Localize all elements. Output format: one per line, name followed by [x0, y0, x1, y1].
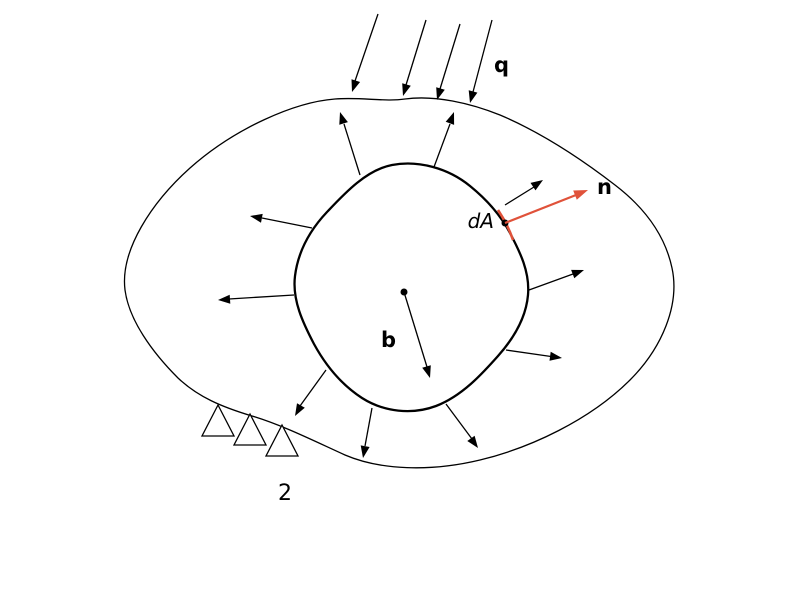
traction-arrowhead: [549, 351, 562, 361]
traction-shaft: [528, 273, 574, 291]
load-arrow-shaft: [439, 23, 461, 90]
traction-arrow: [250, 213, 313, 229]
traction-shaft: [261, 217, 313, 229]
traction-arrow: [295, 369, 327, 416]
traction-arrowhead: [250, 213, 263, 223]
normal-vector-n: n: [504, 175, 612, 225]
traction-shaft: [445, 403, 473, 440]
traction-arrow: [218, 294, 295, 304]
support-triangle: [200, 403, 236, 437]
traction-shaft: [504, 186, 535, 206]
traction-arrowhead: [571, 269, 584, 279]
distributed-load-q: q: [351, 13, 509, 103]
supports: [200, 403, 300, 457]
traction-arrowhead: [218, 294, 231, 304]
body-force-shaft: [403, 291, 428, 368]
traction-shaft: [364, 407, 373, 447]
normal-vector-arrowhead: [573, 190, 588, 200]
support-triangle: [232, 412, 268, 446]
traction-arrowhead: [339, 112, 348, 125]
traction-arrow: [339, 112, 361, 176]
traction-arrowhead: [530, 180, 543, 191]
normal-vector-shaft: [504, 193, 577, 225]
load-arrow: [468, 19, 493, 103]
outer-body-boundary: [123, 97, 675, 469]
traction-arrow: [505, 349, 562, 361]
body-force-b: b: [381, 288, 431, 378]
traction-arrowhead: [295, 403, 305, 416]
traction-arrow: [433, 112, 455, 168]
load-arrow: [402, 19, 427, 96]
traction-arrows: [218, 112, 584, 458]
label-q: q: [494, 53, 509, 77]
traction-shaft: [299, 369, 327, 407]
load-arrow-shaft: [472, 19, 493, 93]
figure-number: 2: [278, 481, 292, 506]
load-arrowhead: [402, 83, 411, 96]
traction-shaft: [228, 294, 295, 300]
inner-subdomain-boundary: [293, 162, 530, 413]
load-arrow-shaft: [354, 13, 379, 82]
label-n: n: [597, 175, 612, 199]
traction-arrow: [504, 180, 543, 206]
traction-arrow: [360, 407, 373, 458]
load-arrow: [436, 23, 461, 100]
traction-arrow: [528, 269, 584, 291]
traction-arrow: [445, 403, 478, 448]
label-dA: dA: [468, 209, 494, 233]
traction-arrowhead: [445, 112, 455, 125]
support-triangle: [264, 423, 300, 457]
traction-shaft: [343, 123, 361, 176]
load-arrowhead: [351, 79, 361, 92]
traction-shaft: [505, 349, 552, 358]
traction-arrowhead: [467, 435, 478, 448]
traction-arrowhead: [360, 445, 370, 458]
inner-subdomain: [293, 162, 530, 413]
label-b: b: [381, 328, 396, 352]
area-element-dA: dA: [468, 209, 515, 241]
load-arrow: [351, 13, 379, 92]
traction-shaft: [433, 123, 451, 168]
load-arrow-shaft: [405, 19, 427, 86]
body-force-arrowhead: [422, 365, 431, 378]
load-arrowhead: [468, 90, 478, 103]
outer-body: [123, 97, 675, 469]
load-arrowhead: [436, 87, 445, 100]
